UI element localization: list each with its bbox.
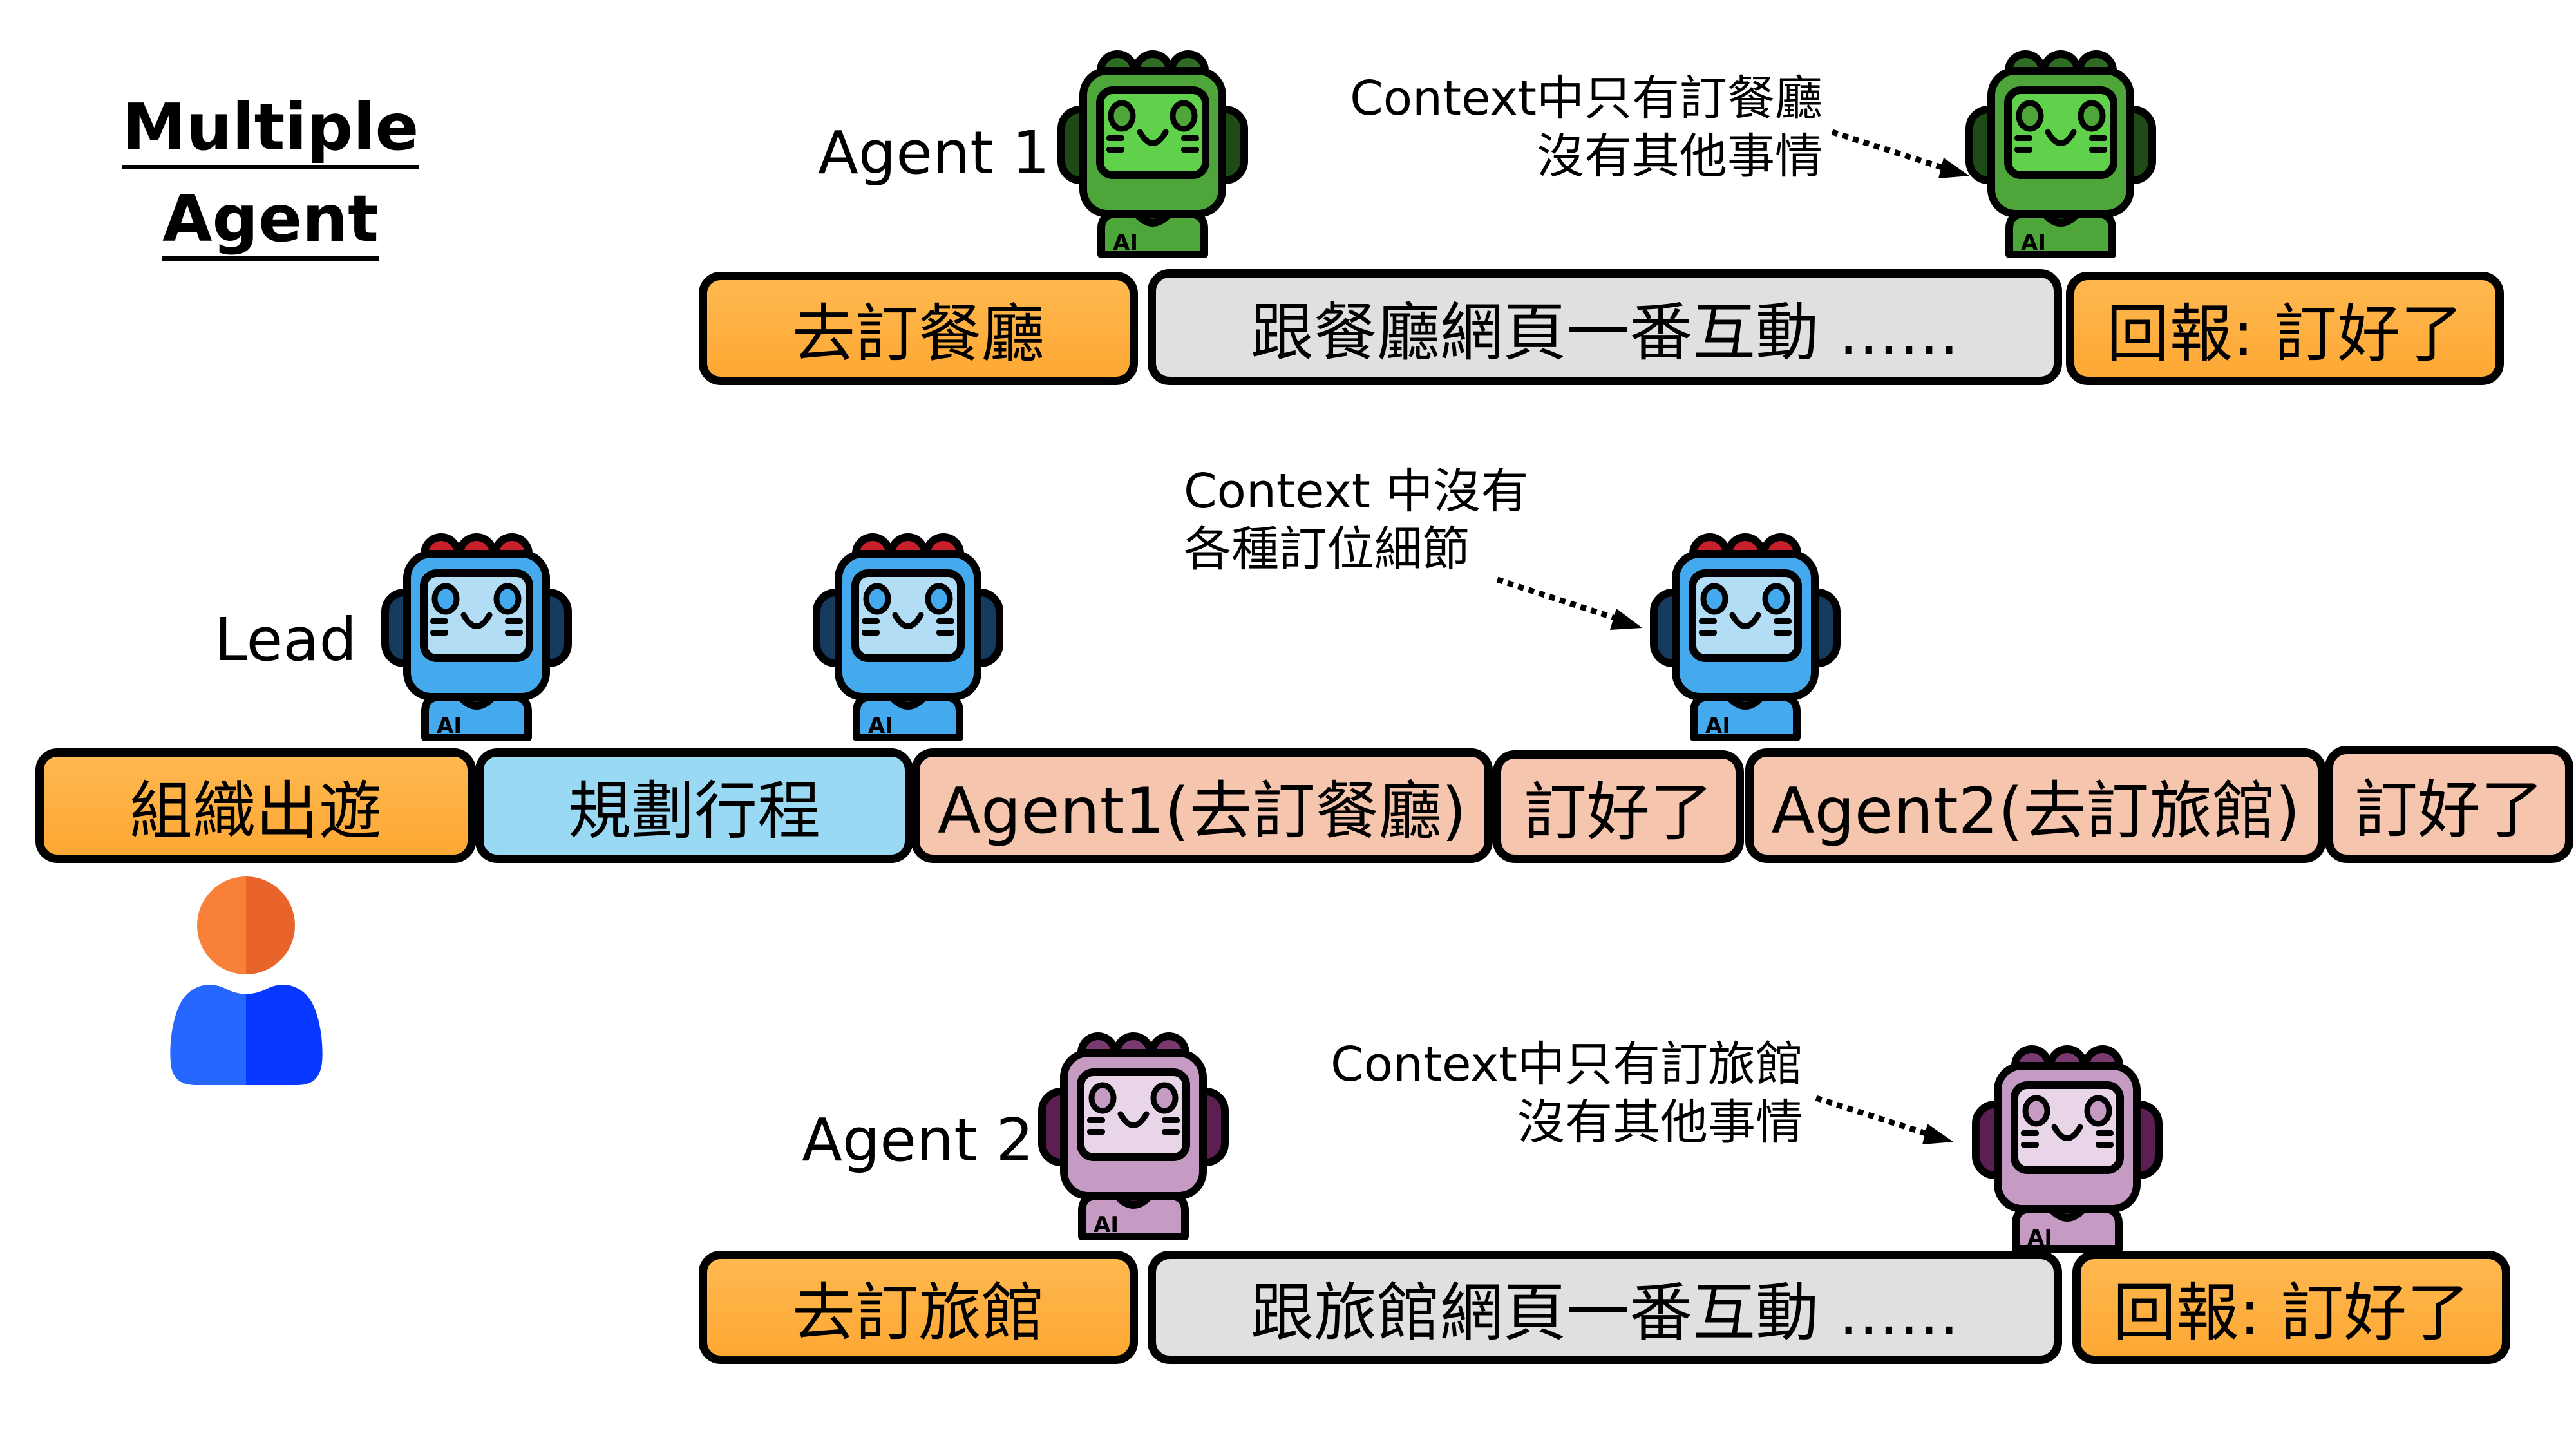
agent1-dotted-arrow [1831,129,1969,178]
agent1-step-3: 回報: 訂好了 [2066,272,2504,385]
lead-robot-icon-2: AI [813,533,1003,741]
lead-step-5: Agent2(去訂旅館) [1745,748,2326,863]
user-icon [170,876,323,1085]
agent2-step-1: 去訂旅館 [699,1251,1138,1364]
lead-context-note: Context 中沒有 各種訂位細節 [1184,462,1528,579]
title-line-1: Multiple [122,95,419,169]
lead-robot-icon-3: AI [1650,533,1841,741]
svg-text:AI: AI [437,713,462,739]
lead-note-line-1: Context 中沒有 [1184,464,1529,519]
agent2-dotted-arrow [1815,1095,1953,1144]
svg-text:AI: AI [1094,1212,1119,1238]
agent2-step-2: 跟旅館網頁一番互動 ...... [1148,1251,2062,1364]
agent1-note-line-1: Context中只有訂餐廳 [1350,71,1823,126]
title-line-2: Agent [162,187,379,261]
lead-step-2: 規劃行程 [475,748,913,863]
agent1-step-2: 跟餐廳網頁一番互動 ...... [1148,269,2062,385]
lead-note-line-2: 各種訂位細節 [1184,522,1470,578]
agent1-robot-icon-end: AI [1965,50,2156,258]
agent1-robot-icon-start: AI [1057,50,1248,258]
agent1-context-note: Context中只有訂餐廳 沒有其他事情 [1346,70,1823,186]
agent2-note-line-1: Context中只有訂旅館 [1331,1037,1803,1092]
agent2-step-3: 回報: 訂好了 [2072,1251,2510,1364]
diagram-title: Multiple [116,95,425,169]
lead-step-3: Agent1(去訂餐廳) [911,748,1493,863]
agent2-label: Agent 2 [802,1106,1034,1175]
svg-text:AI: AI [2021,230,2046,256]
agent1-label: Agent 1 [818,118,1050,187]
agent1-note-line-2: 沒有其他事情 [1537,129,1823,185]
diagram-subtitle: Agent [116,187,425,261]
agent2-note-line-2: 沒有其他事情 [1517,1095,1803,1151]
svg-text:AI: AI [868,713,893,739]
svg-text:AI: AI [2027,1225,2052,1251]
lead-step-1: 組織出遊 [35,748,476,863]
lead-step-4: 訂好了 [1493,750,1744,863]
lead-dotted-arrow [1496,576,1642,630]
agent2-robot-icon-start: AI [1038,1032,1229,1240]
lead-label: Lead [214,605,357,674]
svg-text:AI: AI [1705,713,1730,739]
agent2-context-note: Context中只有訂旅館 沒有其他事情 [1327,1036,1803,1152]
svg-text:AI: AI [1113,230,1138,256]
lead-step-6: 訂好了 [2325,746,2573,863]
agent1-step-1: 去訂餐廳 [699,272,1138,385]
lead-robot-icon-1: AI [381,533,572,741]
agent2-robot-icon-end: AI [1972,1045,2163,1253]
